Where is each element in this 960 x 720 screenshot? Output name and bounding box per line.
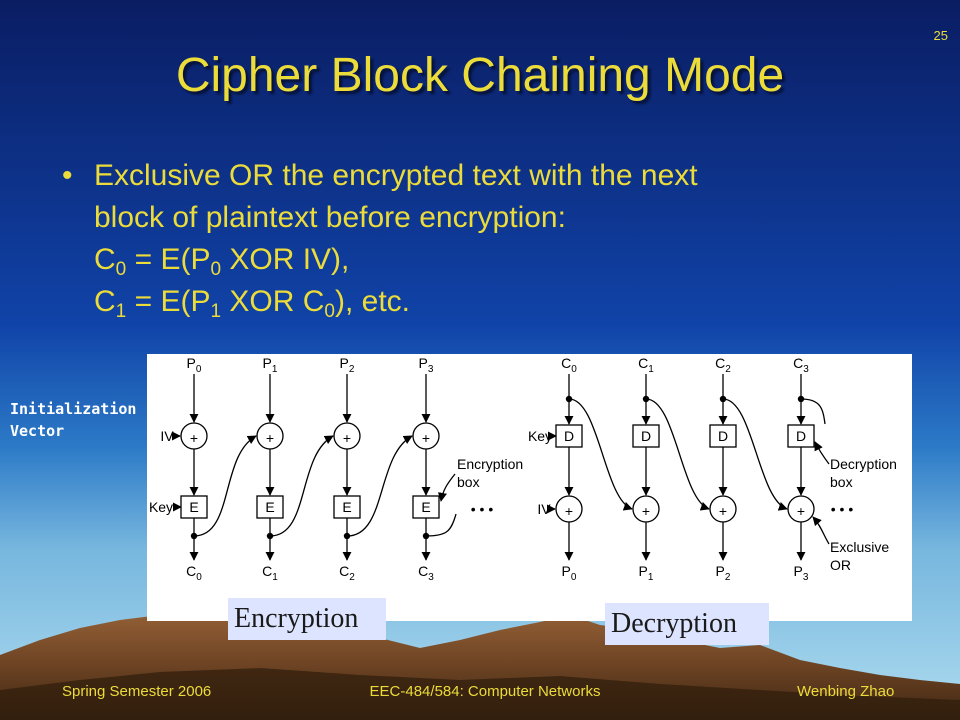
bullet-point: • Exclusive OR the encrypted text with t… [62, 155, 882, 323]
dec-iv-label: IV [537, 501, 551, 517]
slide-number: 25 [933, 28, 948, 43]
dec-plaintext-1: P1 [639, 563, 654, 583]
enc-box-3 [412, 495, 440, 519]
encryption-tag: Encryption [228, 598, 386, 640]
enc-dot-3 [422, 532, 430, 540]
enc-chain-2 [346, 435, 413, 537]
enc-xor-3 [412, 422, 440, 450]
dec-box-1 [632, 424, 660, 448]
decryption-tag: Decryption [605, 603, 769, 645]
dec-annotation-box-2: box [830, 474, 853, 490]
bullet-line-1: Exclusive OR the encrypted text with the… [94, 159, 698, 192]
enc-dot-2 [343, 532, 351, 540]
dec-box-2 [709, 424, 737, 448]
dec-plaintext-0: P0 [562, 563, 577, 583]
dec-annotation-xor-1: Exclusive [830, 539, 889, 555]
dec-annotation-box-arrow [814, 441, 830, 465]
dec-box-1-label: D [641, 428, 651, 444]
enc-iv-label: IV [160, 428, 174, 444]
enc-annotation-arrow [437, 473, 456, 502]
enc-ciphertext-3: C3 [418, 563, 434, 583]
enc-ciphertext-2: C2 [339, 563, 355, 583]
dec-chain-2 [722, 398, 788, 511]
enc-box-1 [256, 495, 284, 519]
enc-box-0 [180, 495, 208, 519]
enc-plaintext-0: P0 [187, 355, 202, 375]
dec-xor-0-symbol: + [565, 503, 573, 519]
enc-xor-2-symbol: + [343, 430, 351, 446]
dec-ciphertext-3: C3 [793, 355, 809, 375]
dec-box-0-label: D [564, 428, 574, 444]
equation-c1: C1 = E(P1 XOR C0), etc. [94, 285, 410, 322]
dec-xor-2 [709, 495, 737, 523]
dec-key-label: Key [528, 428, 552, 444]
enc-xor-0-symbol: + [190, 430, 198, 446]
enc-plaintext-3: P3 [419, 355, 434, 375]
enc-chain-1 [269, 435, 334, 537]
dec-chain-0 [568, 398, 633, 511]
initialization-vector-label: Initialization Vector [10, 400, 137, 440]
dec-xor-2-symbol: + [719, 503, 727, 519]
enc-ellipsis: • • • [471, 501, 494, 517]
dec-ciphertext-0: C0 [561, 355, 577, 375]
enc-annotation-1: Encryption [457, 456, 523, 472]
dec-ciphertext-2: C2 [715, 355, 731, 375]
dec-box-3-label: D [796, 428, 806, 444]
dec-dot-3 [797, 395, 805, 403]
enc-annotation-2: box [457, 474, 480, 490]
enc-plaintext-1: P1 [263, 355, 278, 375]
dec-chain-out [800, 398, 826, 425]
dec-dot-0 [565, 395, 573, 403]
bullet-text: Exclusive OR the encrypted text with the… [94, 155, 882, 323]
enc-xor-3-symbol: + [422, 430, 430, 446]
dec-dot-1 [642, 395, 650, 403]
bullet-line-2: block of plaintext before encryption: [94, 201, 566, 234]
dec-plaintext-2: P2 [716, 563, 731, 583]
dec-xor-3-symbol: + [797, 503, 805, 519]
dec-box-2-label: D [718, 428, 728, 444]
dec-xor-1 [632, 495, 660, 523]
enc-xor-2 [333, 422, 361, 450]
enc-box-2-label: E [342, 499, 351, 515]
enc-dot-1 [266, 532, 274, 540]
enc-xor-1-symbol: + [266, 430, 274, 446]
dec-box-0 [555, 424, 583, 448]
enc-xor-0 [180, 422, 208, 450]
enc-ciphertext-0: C0 [186, 563, 202, 583]
enc-chain-out [425, 513, 457, 537]
dec-dot-2 [719, 395, 727, 403]
dec-ciphertext-1: C1 [638, 355, 654, 375]
enc-box-3-label: E [421, 499, 430, 515]
equation-c0: C0 = E(P0 XOR IV), [94, 243, 350, 280]
footer-author: Wenbing Zhao [797, 683, 895, 700]
dec-xor-0 [555, 495, 583, 523]
dec-annotation-xor-arrow [812, 516, 830, 545]
dec-xor-1-symbol: + [642, 503, 650, 519]
bullet-dot-icon: • [62, 159, 73, 192]
mountain-shadow [0, 668, 960, 720]
dec-ellipsis: • • • [831, 501, 854, 517]
dec-plaintext-3: P3 [794, 563, 809, 583]
enc-box-0-label: E [189, 499, 198, 515]
enc-box-2 [333, 495, 361, 519]
dec-chain-1 [645, 398, 710, 511]
dec-xor-3 [787, 495, 815, 523]
dec-box-3 [787, 424, 815, 448]
enc-box-1-label: E [265, 499, 274, 515]
dec-annotation-xor-2: OR [830, 557, 851, 573]
enc-plaintext-2: P2 [340, 355, 355, 375]
enc-xor-1 [256, 422, 284, 450]
slide-title: Cipher Block Chaining Mode [175, 49, 785, 102]
footer-semester: Spring Semester 2006 [62, 683, 212, 700]
enc-key-label: Key [149, 499, 173, 515]
enc-chain-0 [193, 435, 257, 537]
footer-course: EEC-484/584: Computer Networks [369, 683, 601, 700]
enc-dot-0 [190, 532, 198, 540]
enc-ciphertext-1: C1 [262, 563, 278, 583]
dec-annotation-box-1: Decryption [830, 456, 897, 472]
